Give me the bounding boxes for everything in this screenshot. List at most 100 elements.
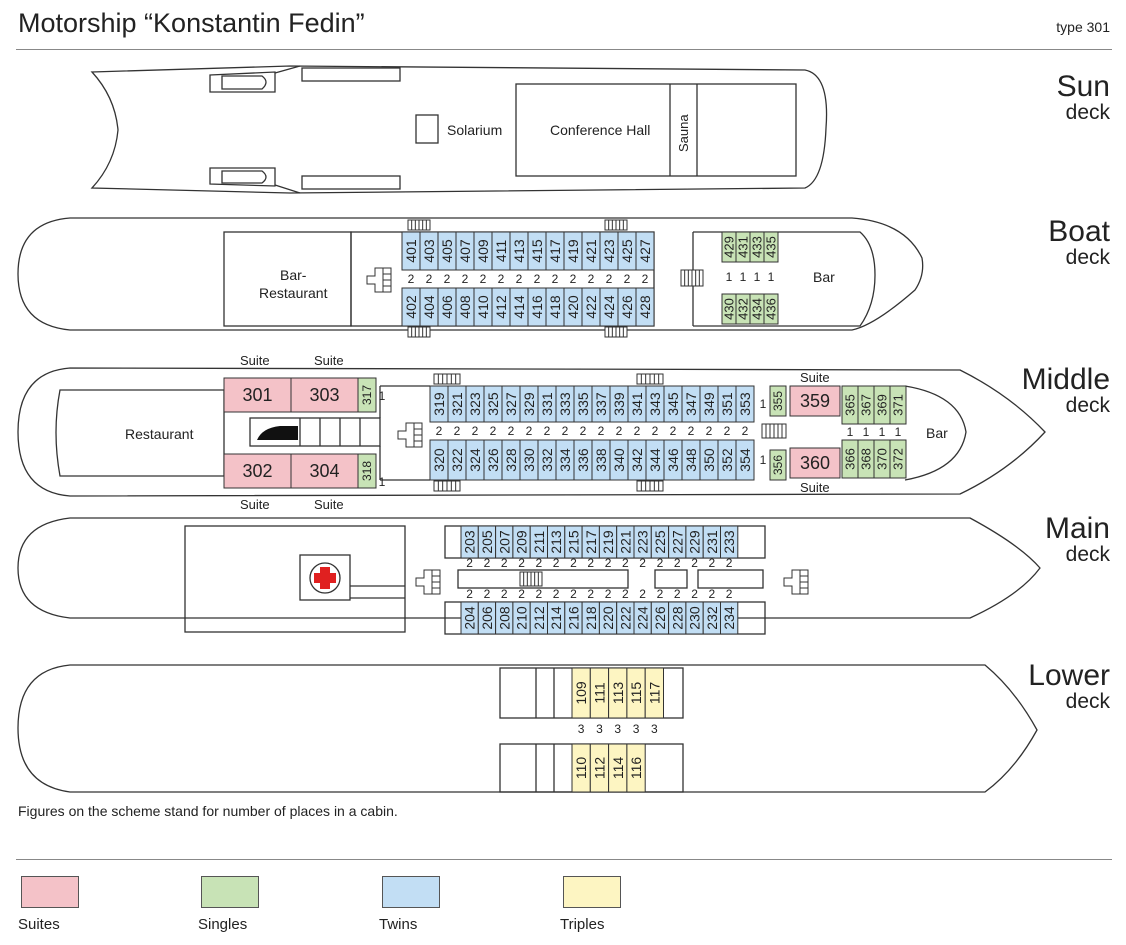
places-count: 2 <box>454 424 461 438</box>
cabin-434: 434 <box>749 293 765 325</box>
cabin-332: 332 <box>537 439 557 481</box>
cabin-318: 318 <box>357 453 377 489</box>
svg-text:348: 348 <box>683 448 699 472</box>
places-count: 2 <box>526 424 533 438</box>
places-count: 2 <box>639 556 646 570</box>
cabin-220: 220 <box>598 601 618 635</box>
cabin-430: 430 <box>721 293 737 325</box>
svg-text:428: 428 <box>637 295 653 319</box>
cabin-301: 301 <box>223 377 292 413</box>
svg-text:224: 224 <box>635 606 651 630</box>
cabin-404: 404 <box>419 287 439 327</box>
svg-text:356: 356 <box>771 455 785 475</box>
stairs-icon <box>783 569 809 595</box>
svg-text:109: 109 <box>573 681 589 705</box>
cabin-423: 423 <box>599 231 619 271</box>
svg-text:414: 414 <box>511 295 527 319</box>
places-count: 2 <box>606 272 613 286</box>
cabin-431: 431 <box>735 231 751 263</box>
svg-text:207: 207 <box>496 530 512 554</box>
cabin-407: 407 <box>455 231 475 271</box>
places-count: 2 <box>598 424 605 438</box>
svg-text:368: 368 <box>859 448 874 470</box>
cabin-409: 409 <box>473 231 493 271</box>
places-count: 2 <box>536 587 543 601</box>
svg-text:370: 370 <box>875 448 890 470</box>
cabin-341: 341 <box>627 385 647 423</box>
svg-text:347: 347 <box>683 392 699 416</box>
conference-hall-label: Conference Hall <box>550 122 651 138</box>
svg-text:219: 219 <box>600 530 616 554</box>
svg-text:203: 203 <box>462 530 478 554</box>
svg-text:301: 301 <box>242 385 272 405</box>
cabin-339: 339 <box>609 385 629 423</box>
svg-text:406: 406 <box>439 295 455 319</box>
cabin-351: 351 <box>717 385 737 423</box>
places-count: 2 <box>580 424 587 438</box>
cabin-331: 331 <box>537 385 557 423</box>
main-deck-hall <box>184 525 406 633</box>
suite-tag-360: Suite <box>800 480 830 495</box>
stairs-icon <box>397 422 423 448</box>
svg-text:228: 228 <box>669 606 685 630</box>
places-count: 2 <box>553 556 560 570</box>
places-count: 2 <box>501 556 508 570</box>
svg-text:427: 427 <box>637 239 653 263</box>
svg-text:212: 212 <box>531 606 547 630</box>
svg-text:232: 232 <box>704 606 720 630</box>
cabin-420: 420 <box>563 287 583 327</box>
svg-text:210: 210 <box>514 606 530 630</box>
svg-text:422: 422 <box>583 295 599 319</box>
svg-text:333: 333 <box>557 392 573 416</box>
suite-tag-303: Suite <box>314 353 344 368</box>
legend-swatch <box>201 876 259 908</box>
lower-deck-hull <box>17 664 1038 793</box>
places-count: 2 <box>518 556 525 570</box>
svg-text:218: 218 <box>583 606 599 630</box>
svg-text:208: 208 <box>496 606 512 630</box>
suite-tag-301: Suite <box>240 353 270 368</box>
svg-text:436: 436 <box>764 298 779 320</box>
cabin-337: 337 <box>591 385 611 423</box>
places-count: 2 <box>706 424 713 438</box>
svg-text:217: 217 <box>583 530 599 554</box>
cabin-347: 347 <box>681 385 701 423</box>
cabin-111: 111 <box>589 667 610 719</box>
cabin-345: 345 <box>663 385 683 423</box>
places-count: 2 <box>639 587 646 601</box>
places-count: 1 <box>726 270 733 284</box>
svg-text:234: 234 <box>721 606 737 630</box>
svg-text:341: 341 <box>629 392 645 416</box>
svg-text:216: 216 <box>565 606 581 630</box>
cabin-413: 413 <box>509 231 529 271</box>
stairs-icon <box>433 480 461 492</box>
svg-text:221: 221 <box>617 530 633 554</box>
places-count: 2 <box>605 556 612 570</box>
svg-text:417: 417 <box>547 239 563 263</box>
svg-text:339: 339 <box>611 392 627 416</box>
places-count: 2 <box>588 272 595 286</box>
svg-text:408: 408 <box>457 295 473 319</box>
cabin-412: 412 <box>491 287 511 327</box>
cabin-411: 411 <box>491 231 511 271</box>
cabin-114: 114 <box>608 743 628 793</box>
cabin-355: 355 <box>769 385 787 417</box>
svg-text:320: 320 <box>431 448 447 472</box>
svg-text:418: 418 <box>547 295 563 319</box>
legend-label: Singles <box>198 916 248 933</box>
svg-text:111: 111 <box>591 682 607 703</box>
cabin-344: 344 <box>645 439 665 481</box>
cabin-205: 205 <box>477 525 497 559</box>
places-count: 2 <box>657 556 664 570</box>
legend-item-singles: Singles <box>198 876 348 933</box>
boat-bar-label: Bar <box>813 269 835 285</box>
svg-text:344: 344 <box>647 448 663 472</box>
cabin-367: 367 <box>857 385 875 425</box>
places-count: 2 <box>688 424 695 438</box>
cabin-217: 217 <box>581 525 600 559</box>
cabin-352: 352 <box>717 439 737 481</box>
places-count: 2 <box>634 424 641 438</box>
cabin-406: 406 <box>437 287 457 327</box>
